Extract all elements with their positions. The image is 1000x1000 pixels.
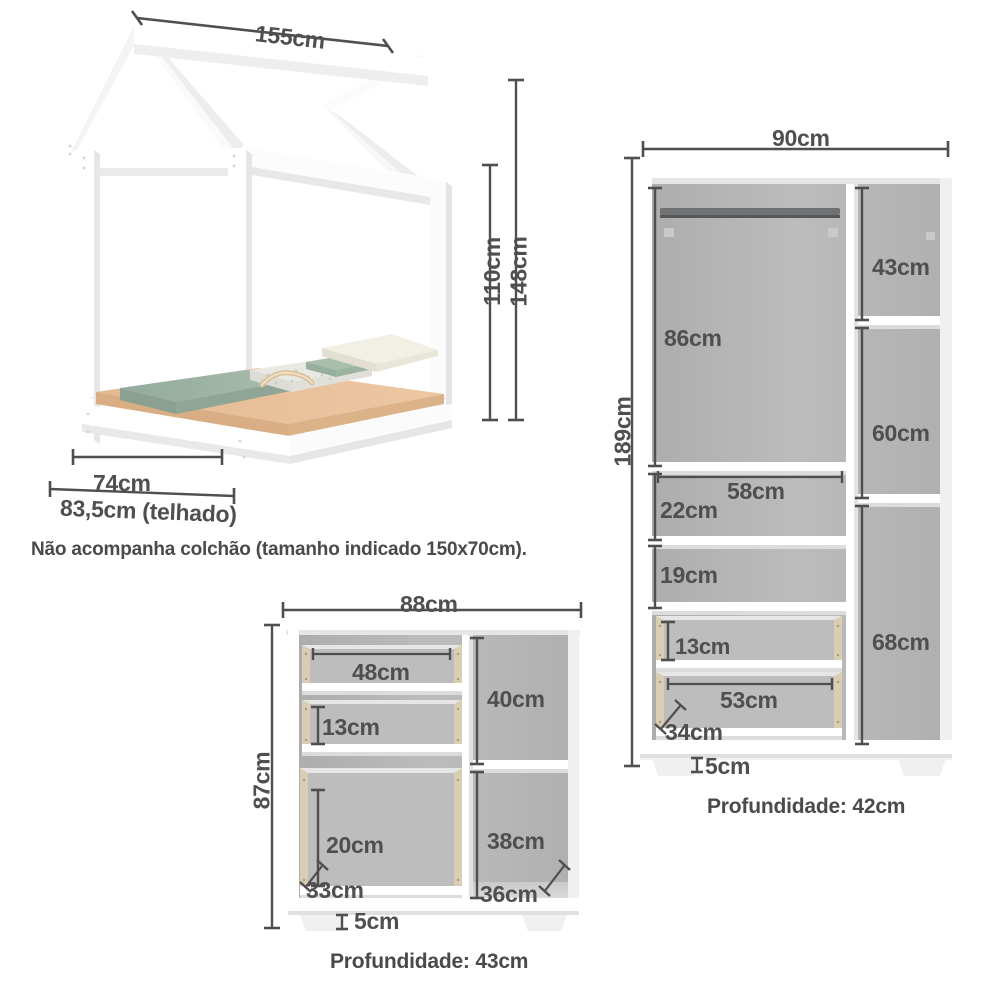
dresser-dim-48cm: 48cm <box>352 659 410 685</box>
dresser-dim-36cm: 36cm <box>480 881 538 907</box>
dresser-dim-20cm: 20cm <box>326 832 384 858</box>
dresser-dim-88cm: 88cm <box>400 591 458 617</box>
wardrobe-dim-86cm: 86cm <box>664 325 722 351</box>
wardrobe-dim-22cm: 22cm <box>660 497 718 523</box>
wardrobe-dim-68cm: 68cm <box>872 629 930 655</box>
dresser-dim-38cm: 38cm <box>487 828 545 854</box>
wardrobe-drawer-lower <box>656 672 842 740</box>
wardrobe-dim-19cm: 19cm <box>660 562 718 588</box>
wardrobe-caption: Profundidade: 42cm <box>707 795 906 818</box>
dresser-right-column <box>473 760 568 900</box>
dresser-dim-13cm: 13cm <box>322 714 380 740</box>
dresser-dim-87cm: 87cm <box>248 751 275 810</box>
wardrobe-dim-58cm: 58cm <box>727 478 785 504</box>
dresser-caption: Profundidade: 43cm <box>330 950 529 973</box>
wardrobe-drawer-upper <box>656 616 842 672</box>
wardrobe-dim-43cm: 43cm <box>872 254 930 280</box>
bed-caption: Não acompanha colchão (tamanho indicado … <box>31 539 527 560</box>
wardrobe-dim-5cm: 5cm <box>705 753 751 779</box>
wardrobe-illustration <box>624 141 952 776</box>
dresser-dim-33cm: 33cm <box>306 877 364 903</box>
wardrobe-dim-60cm: 60cm <box>872 420 930 446</box>
wardrobe-left-column <box>652 208 846 740</box>
bed-base <box>68 144 452 464</box>
bed-illustration <box>48 10 524 504</box>
wardrobe-dim-34cm: 34cm <box>665 719 723 745</box>
dresser-left-column <box>300 645 462 899</box>
dresser-drawer-middle <box>302 700 462 756</box>
wardrobe-dim-189cm: 189cm <box>609 396 636 467</box>
wardrobe-dim-53cm: 53cm <box>720 687 778 713</box>
wardrobe-dim-13cm: 13cm <box>675 634 731 659</box>
bed-dimension-lines <box>48 10 524 504</box>
bed-top-rails <box>80 148 448 208</box>
dresser-illustration <box>264 602 583 931</box>
wardrobe-dimension-lines <box>624 141 950 774</box>
wardrobe-dim-90cm: 90cm <box>772 125 830 151</box>
bed-dim-110cm: 110cm <box>478 237 505 306</box>
dresser-drawer-bottom <box>300 768 462 899</box>
dresser-dim-5cm: 5cm <box>354 908 400 934</box>
bed-dim-148cm: 148cm <box>505 236 532 307</box>
wardrobe-right-column <box>858 232 940 507</box>
dresser-dim-40cm: 40cm <box>487 686 545 712</box>
bed-dim-74cm: 74cm <box>93 470 151 496</box>
bed-toy <box>259 370 315 388</box>
dresser-drawer-top <box>302 645 462 695</box>
dresser-dimension-lines <box>264 602 583 931</box>
